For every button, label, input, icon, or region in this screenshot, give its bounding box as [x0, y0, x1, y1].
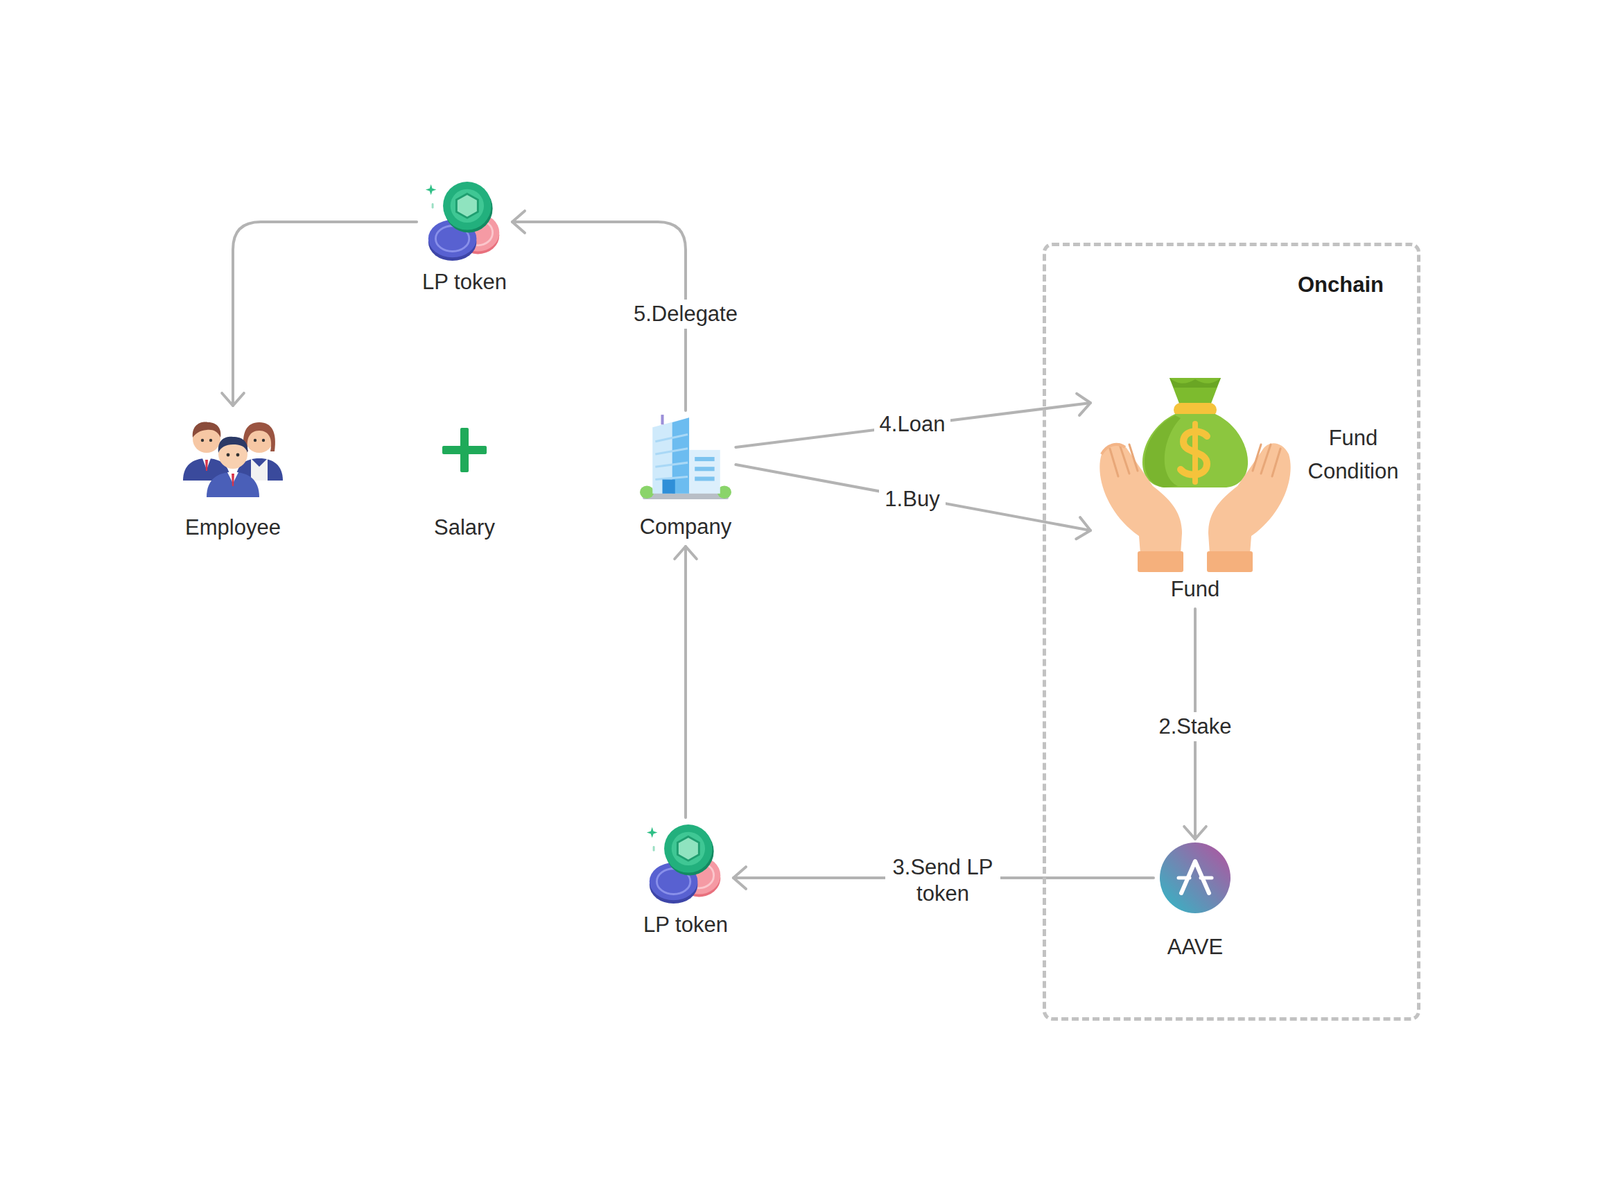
node-label: Company	[639, 514, 733, 540]
arrow-head	[674, 546, 697, 559]
region-title: Onchain	[1046, 246, 1417, 298]
building-icon	[639, 413, 732, 502]
edge-label: 5.Delegate	[628, 299, 744, 329]
edge-label: 4.Loan	[874, 409, 952, 439]
connector-line	[232, 221, 417, 406]
fund-icon	[1094, 372, 1296, 574]
employee-node: Employee	[177, 411, 289, 541]
edge-label: 2.Stake	[1152, 711, 1237, 742]
token-node: LP token	[643, 824, 728, 938]
arrow-head	[221, 393, 245, 406]
connector-line	[735, 464, 1091, 531]
token-node: LP token	[422, 181, 507, 295]
connector	[735, 464, 1091, 539]
onchain-region: OnchainFundAAVE	[1042, 242, 1421, 1021]
company-node: Company	[639, 413, 733, 540]
condition-label: Fund Condition	[1294, 421, 1413, 489]
node-label: Salary	[433, 515, 495, 541]
node-label: Fund	[1170, 576, 1221, 602]
people-icon	[177, 411, 289, 498]
salary-node: Salary	[433, 427, 495, 541]
arrow-head	[733, 866, 746, 889]
plus-icon	[442, 427, 487, 473]
fund-node: Fund	[1094, 372, 1296, 602]
aave-node: AAVE	[1159, 841, 1232, 960]
edge-label: 3.Send LP token	[885, 852, 1001, 909]
node-label: LP token	[422, 269, 507, 295]
connector-line	[735, 402, 1091, 448]
edge-label: 1.Buy	[879, 484, 945, 514]
arrow-head	[1076, 393, 1091, 416]
connector	[735, 393, 1091, 448]
lp-icon	[644, 824, 727, 905]
connector-line	[684, 546, 688, 818]
node-label: Employee	[185, 515, 281, 541]
connector	[674, 546, 697, 818]
connector	[221, 221, 417, 406]
lp-icon	[423, 181, 506, 263]
node-label: AAVE	[1167, 934, 1223, 960]
arrow-head	[512, 210, 525, 233]
arrow-head	[1075, 517, 1091, 539]
arrow-head	[1184, 826, 1207, 839]
node-label: LP token	[643, 912, 728, 938]
aave-icon	[1159, 841, 1232, 914]
